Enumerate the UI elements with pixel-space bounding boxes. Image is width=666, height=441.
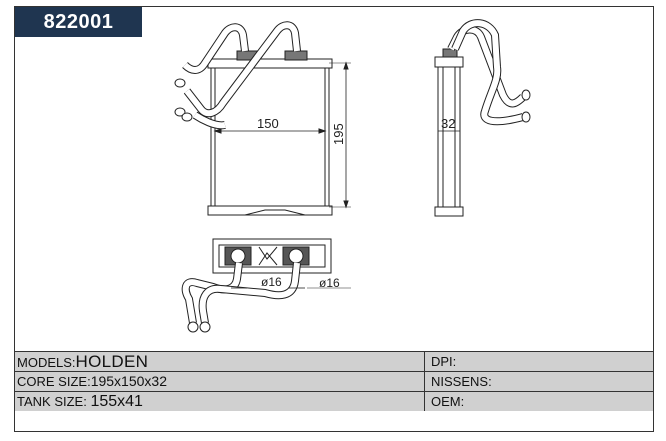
core-size-label: CORE SIZE: <box>17 374 91 389</box>
technical-drawing: 150 195 32 <box>174 19 531 333</box>
side-view <box>434 19 531 217</box>
nissens-label: NISSENS: <box>431 374 492 389</box>
specs-row-models: MODELS:HOLDEN DPI: <box>15 351 653 371</box>
part-number-badge: 822001 <box>15 7 142 37</box>
core-size-value: 195x150x32 <box>90 373 167 389</box>
models-value: HOLDEN <box>75 352 149 371</box>
tank-size-value: 155x41 <box>90 393 143 410</box>
specs-row-core: CORE SIZE:195x150x32 NISSENS: <box>15 371 653 391</box>
depth-dimension: 32 <box>441 116 455 131</box>
specs-table: MODELS:HOLDEN DPI: CORE SIZE:195x150x32 … <box>15 351 653 431</box>
spec-sheet: 822001 <box>14 6 654 432</box>
tank-cell: TANK SIZE: 155x41 <box>17 392 425 411</box>
dpi-label: DPI: <box>431 354 457 369</box>
pipe-diameter-left: ø16 <box>261 275 282 289</box>
height-dimension: 195 <box>331 123 346 145</box>
oem-label: OEM: <box>431 394 465 409</box>
width-dimension: 150 <box>257 116 279 131</box>
core-cell: CORE SIZE:195x150x32 <box>17 372 425 391</box>
pipe-diameter-right: ø16 <box>319 276 340 290</box>
tank-view <box>181 238 351 333</box>
models-cell: MODELS:HOLDEN <box>17 352 425 371</box>
tank-size-label: TANK SIZE: <box>17 394 91 409</box>
models-label: MODELS: <box>17 355 76 370</box>
specs-row-tank: TANK SIZE: 155x41 OEM: <box>15 391 653 411</box>
front-view <box>174 21 351 216</box>
